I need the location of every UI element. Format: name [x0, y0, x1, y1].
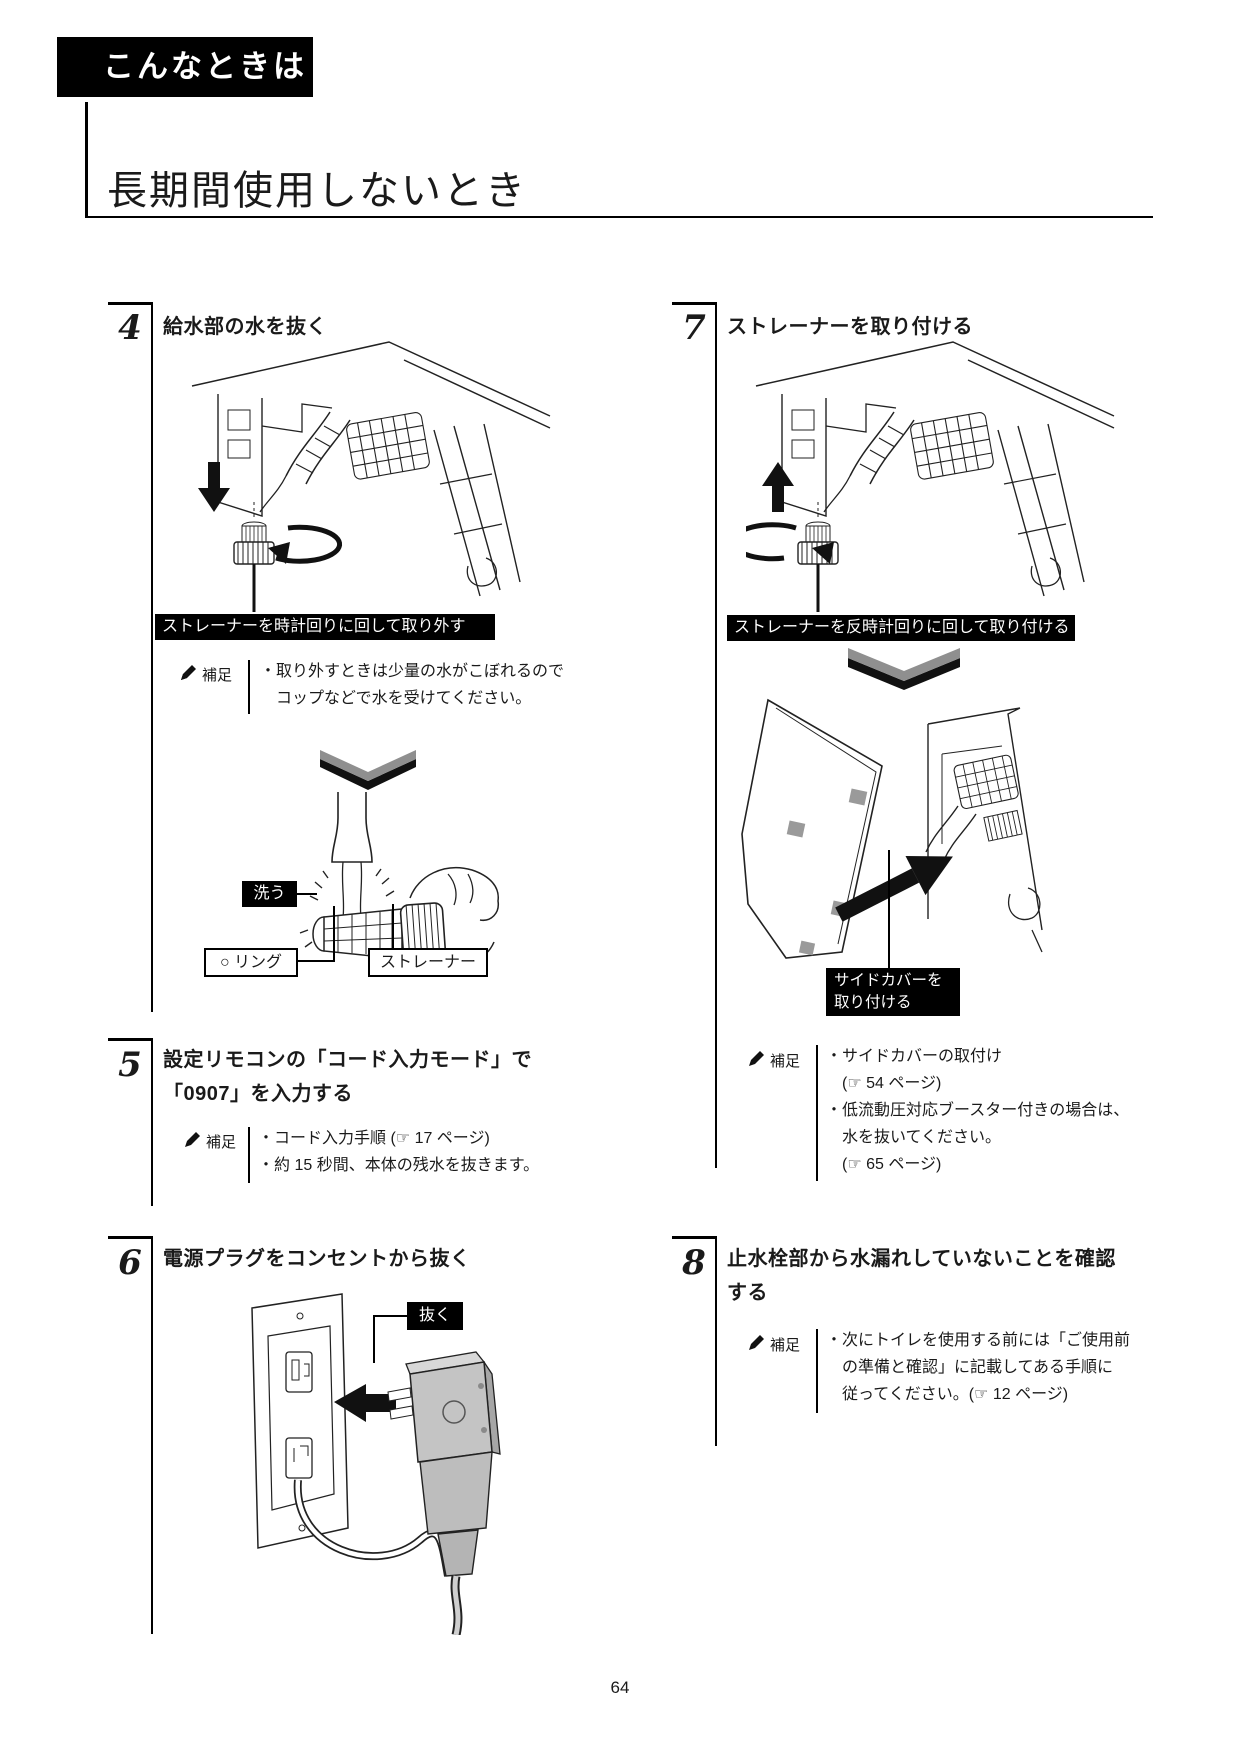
- section-badge: こんなときは: [57, 37, 313, 97]
- down-arrow-icon: [198, 462, 230, 512]
- strainer-washing-illustration: [299, 792, 500, 962]
- pencil-icon: [749, 1051, 764, 1066]
- step7-note-line: (☞ 65 ページ): [842, 1156, 942, 1173]
- step7-callout: ストレーナーを反時計回りに回して取り付ける: [727, 615, 1075, 641]
- step7-heading: ストレーナーを取り付ける: [727, 316, 973, 338]
- step7-note-line: ・サイドカバーの取付け: [826, 1048, 1003, 1065]
- step4-note-line: コップなどで水を受けてください。: [276, 690, 532, 707]
- step8-box-right: [715, 1236, 717, 1446]
- step5-box-top: [108, 1038, 153, 1041]
- step8-heading: 止水栓部から水漏れしていないことを確認: [727, 1248, 1116, 1270]
- note-label: 補足: [202, 667, 233, 684]
- pencil-icon: [181, 665, 196, 680]
- unplug-label-connector-h: [373, 1315, 407, 1317]
- strainer-label: ストレーナー: [368, 948, 488, 977]
- note-divider: [248, 1127, 250, 1183]
- step4-heading: 給水部の水を抜く: [163, 316, 327, 338]
- oring-label: ○ リング: [204, 948, 298, 977]
- wash-label: 洗う: [242, 881, 297, 907]
- chevron-down-icon: [848, 648, 960, 690]
- note-label: 補足: [770, 1053, 801, 1070]
- page-title: 長期間使用しないとき: [107, 169, 527, 213]
- step6-box-right: [151, 1236, 153, 1634]
- step8-note-line: ・次にトイレを使用する前には「ご使用前: [826, 1332, 1131, 1349]
- strainer-label-connector: [392, 904, 394, 950]
- step4-number: 4: [118, 308, 142, 348]
- cover-label-connector: [888, 850, 890, 968]
- power-plug-illustration: [251, 1293, 501, 1635]
- step7-box-right: [715, 302, 717, 1168]
- step6-box-top: [108, 1236, 153, 1239]
- step5-heading: 設定リモコンの「コード入力モード」で: [163, 1049, 532, 1071]
- strainer-removal-illustration: [191, 341, 551, 612]
- cover-callout-line: 取り付ける: [834, 994, 912, 1011]
- step4-box-right: [151, 302, 153, 1012]
- side-cover-illustration: [741, 698, 1043, 959]
- step8-heading: する: [727, 1282, 768, 1304]
- step7-number: 7: [682, 308, 706, 348]
- step6-callout: 抜く: [407, 1302, 463, 1330]
- title-rule-vertical: [85, 102, 88, 216]
- step6-number: 6: [118, 1243, 142, 1283]
- note-label: 補足: [770, 1337, 801, 1354]
- rotate-counterclockwise-arrow-icon: [746, 522, 797, 562]
- step4-box-top: [108, 302, 153, 305]
- rotate-clockwise-arrow-icon: [275, 524, 343, 564]
- step5-note-line: ・約 15 秒間、本体の残水を抜きます。: [258, 1157, 540, 1174]
- pencil-icon: [749, 1335, 764, 1350]
- oring-connector-v: [333, 906, 335, 962]
- step5-number: 5: [118, 1045, 142, 1085]
- step5-note-line: ・コード入力手順 (☞ 17 ページ): [258, 1130, 490, 1147]
- cover-callout-line: サイドカバーを: [834, 972, 943, 989]
- note-divider: [248, 660, 250, 714]
- step4-callout: ストレーナーを時計回りに回して取り外す: [155, 614, 495, 640]
- step6-heading: 電源プラグをコンセントから抜く: [163, 1248, 471, 1270]
- strainer-attach-illustration: [746, 341, 1115, 612]
- page-number: 64: [610, 1678, 630, 1697]
- note-divider: [816, 1045, 818, 1181]
- chevron-down-icon: [320, 750, 416, 790]
- step4-note-line: ・取り外すときは少量の水がこぼれるので: [260, 663, 565, 680]
- attach-arrow-icon: [835, 855, 953, 922]
- unplug-label-connector-v: [373, 1315, 375, 1363]
- step8-box-top: [672, 1236, 717, 1239]
- title-rule-horizontal: [85, 216, 1153, 218]
- step7-cover-callout: サイドカバーを 取り付ける: [826, 968, 960, 1016]
- note-divider: [816, 1329, 818, 1413]
- step7-note-line: (☞ 54 ページ): [842, 1075, 942, 1092]
- step7-note-line: 水を抜いてください。: [842, 1129, 1002, 1146]
- up-arrow-icon: [762, 462, 794, 512]
- step8-note-line: 従ってください。(☞ 12 ページ): [842, 1386, 1069, 1403]
- note-label: 補足: [206, 1134, 237, 1151]
- wash-label-connector: [297, 893, 317, 895]
- oring-connector-h: [298, 960, 335, 962]
- step8-number: 8: [682, 1243, 706, 1283]
- step8-note-line: の準備と確認」に記載してある手順に: [842, 1359, 1114, 1376]
- left-arrow-icon: [334, 1384, 396, 1422]
- step7-box-top: [672, 302, 717, 305]
- pencil-icon: [185, 1132, 200, 1147]
- step5-box-right: [151, 1038, 153, 1206]
- step5-heading: 「0907」を入力する: [163, 1083, 353, 1105]
- step7-note-line: ・低流動圧対応ブースター付きの場合は、: [826, 1102, 1130, 1119]
